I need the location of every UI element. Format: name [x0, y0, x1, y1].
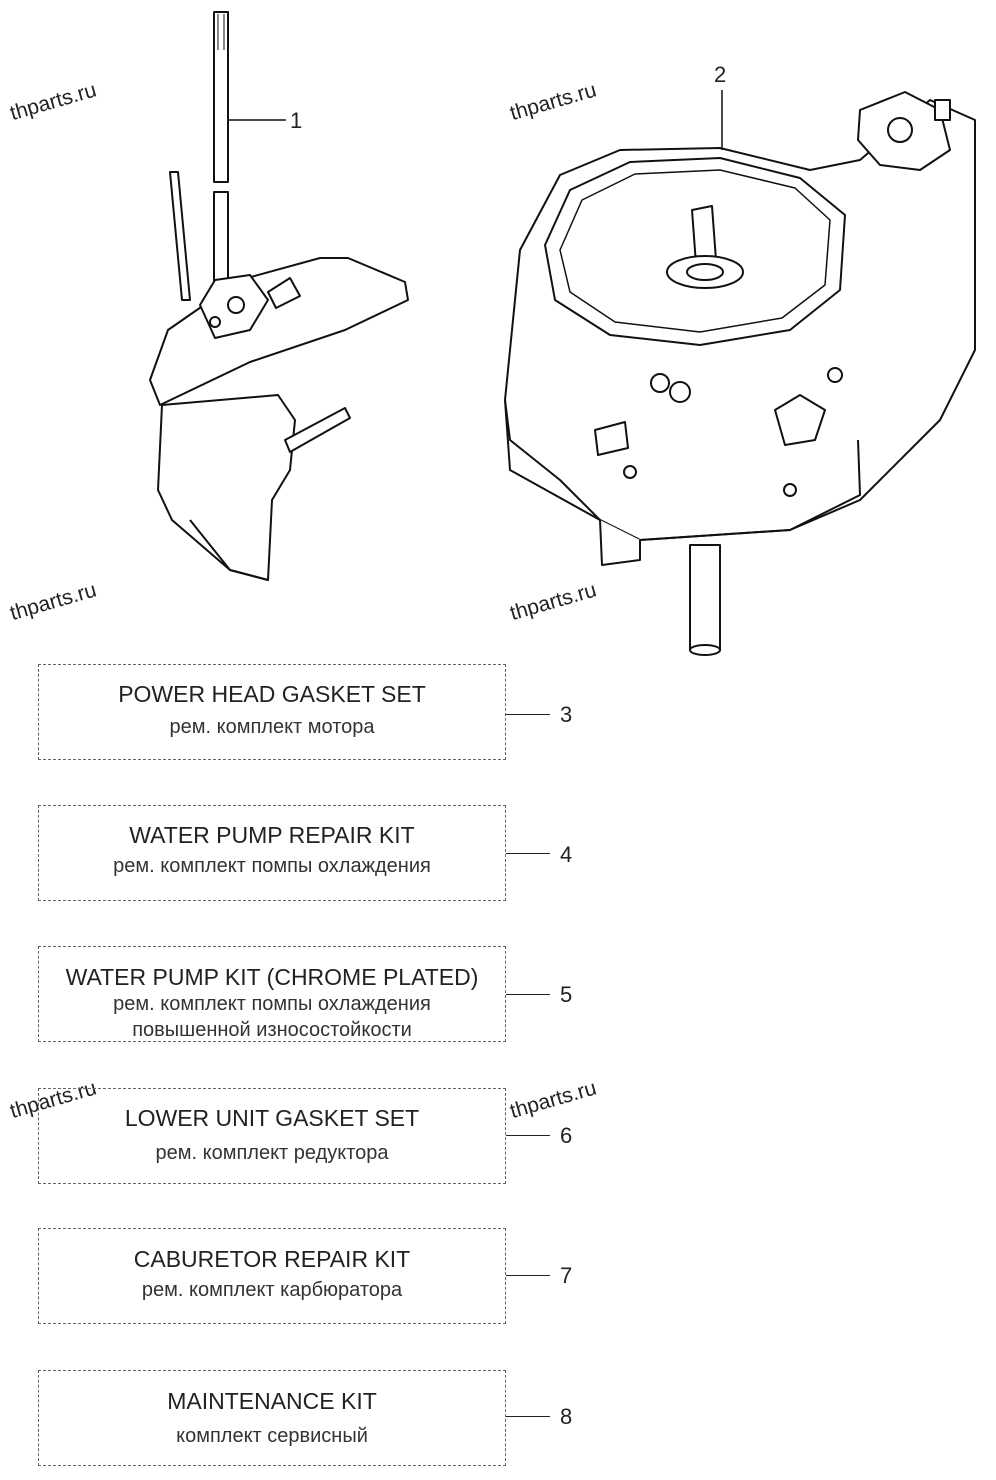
kit-name-ru: комплект сервисный: [176, 1425, 368, 1447]
kit-name-en: POWER HEAD GASKET SET: [118, 681, 426, 707]
kit-name-ru-line-1: рем. комплект помпы охлаждения: [113, 993, 431, 1015]
drive-shaft-upper: [213, 11, 229, 183]
leader-line-7: [506, 1275, 550, 1276]
kit-number-6: 6: [560, 1123, 573, 1148]
kit-name-ru-line-2: повышенной износостойкости: [132, 1019, 412, 1041]
kit-box-8[interactable]: MAINTENANCE KIT комплект сервисный: [38, 1370, 506, 1466]
callout-2: 2: [714, 62, 727, 87]
kit-box-4[interactable]: WATER PUMP REPAIR KIT рем. комплект помп…: [38, 805, 506, 901]
shift-rod: [169, 171, 191, 301]
kit-number-3: 3: [560, 702, 573, 727]
leader-line-5: [506, 994, 550, 995]
kit-number-5: 5: [560, 982, 573, 1007]
kit-box-5[interactable]: WATER PUMP KIT (CHROME PLATED) рем. комп…: [38, 946, 506, 1042]
drive-shaft-lower: [213, 191, 229, 293]
kit-name-ru: рем. комплект помпы охлаждения: [113, 855, 431, 877]
power-head-drawing: [504, 91, 976, 656]
leader-line-3: [506, 714, 550, 715]
kit-number-4: 4: [560, 842, 573, 867]
kit-box-6[interactable]: LOWER UNIT GASKET SET рем. комплект реду…: [38, 1088, 506, 1184]
kit-name-en: CABURETOR REPAIR KIT: [133, 1246, 411, 1272]
kit-name-ru: рем. комплект карбюратора: [141, 1279, 403, 1301]
kit-box-7[interactable]: CABURETOR REPAIR KIT рем. комплект карбю…: [38, 1228, 506, 1324]
kit-name-en: LOWER UNIT GASKET SET: [124, 1105, 420, 1131]
kit-name-ru: рем. комплект мотора: [169, 716, 375, 738]
kit-name-en: WATER PUMP REPAIR KIT: [129, 822, 415, 848]
propeller-shaft: [284, 407, 351, 453]
oil-cap: [774, 394, 826, 446]
gearcase-body: [157, 394, 296, 581]
leader-line-4: [506, 853, 550, 854]
kit-number-8: 8: [560, 1404, 573, 1429]
kit-name-en: WATER PUMP KIT (CHROME PLATED): [65, 964, 479, 990]
kit-name-ru: рем. комплект редуктора: [155, 1142, 389, 1164]
lower-unit-drawing: [149, 11, 409, 581]
output-shaft: [689, 544, 721, 651]
kit-box-3[interactable]: POWER HEAD GASKET SET рем. комплект мото…: [38, 664, 506, 760]
kit-name-en: MAINTENANCE KIT: [167, 1388, 377, 1414]
kit-number-7: 7: [560, 1263, 573, 1288]
leader-line-6: [506, 1135, 550, 1136]
callout-1: 1: [290, 108, 303, 133]
leader-line-8: [506, 1416, 550, 1417]
